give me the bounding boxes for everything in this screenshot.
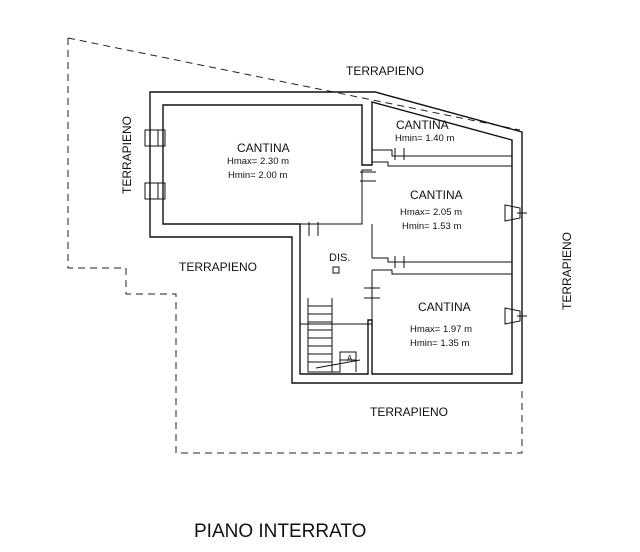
room-1-hmin: Hmin= 2.00 m [228, 170, 287, 181]
stair-arrow-label: A [347, 354, 353, 363]
room-4-hmin: Hmin= 1.35 m [410, 338, 469, 349]
terrapieno-left-label: TERRAPIENO [120, 116, 134, 194]
wall-small-cantina-bottom [372, 149, 512, 167]
staircase [307, 298, 361, 373]
room-2-name: CANTINA [396, 118, 449, 132]
plan-title: PIANO INTERRATO [194, 521, 366, 542]
terrapieno-middle-label: TERRAPIENO [179, 260, 257, 274]
door-ticks [308, 148, 405, 299]
room-1-hmax: Hmax= 2.30 m [227, 156, 289, 167]
window-right-middle [504, 204, 527, 222]
room-3-hmax: Hmax= 2.05 m [400, 207, 462, 218]
window-left-upper [144, 129, 166, 147]
wall-stair-area [300, 224, 373, 325]
outer-wall [149, 91, 523, 384]
inner-wall [162, 101, 513, 375]
dis-column [332, 266, 340, 274]
room-3-hmin: Hmin= 1.53 m [402, 221, 461, 232]
wall-cantina-1-bottom [300, 169, 372, 225]
window-right-lower [504, 307, 527, 325]
terrapieno-boundary-upper [67, 37, 523, 454]
terrapieno-bottom-label: TERRAPIENO [370, 405, 448, 419]
window-left-lower [144, 182, 166, 200]
room-1-name: CANTINA [237, 141, 290, 155]
wall-mid-cantina-bottom [372, 257, 512, 275]
terrapieno-right-label: TERRAPIENO [560, 232, 574, 310]
room-4-hmax: Hmax= 1.97 m [410, 324, 472, 335]
room-4-name: CANTINA [418, 300, 471, 314]
room-2-hmin: Hmin= 1.40 m [395, 133, 454, 144]
room-3-name: CANTINA [410, 188, 463, 202]
terrapieno-top-label: TERRAPIENO [346, 64, 424, 78]
dis-label: DIS. [329, 252, 350, 264]
